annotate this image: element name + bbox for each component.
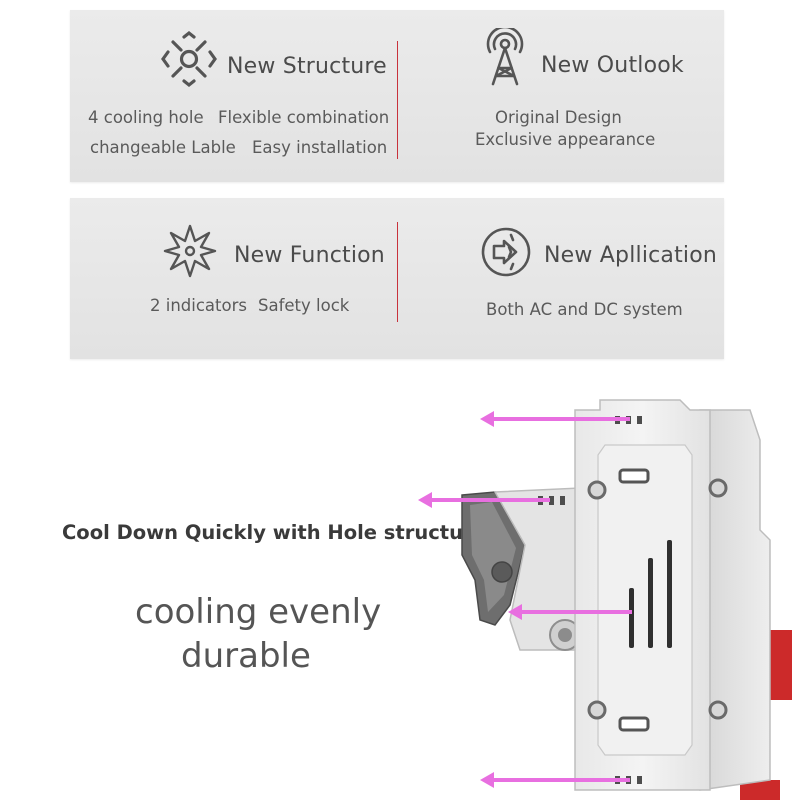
- fuse-holder-illustration: [418, 399, 792, 800]
- feature-panel-top: New Structure 4 cooling hole Flexible co…: [70, 10, 724, 182]
- caption-line-1: cooling evenly: [135, 592, 382, 632]
- fuse-handle-face: [470, 502, 516, 612]
- outlook-title: New Outlook: [541, 53, 684, 78]
- label-slot: [618, 468, 650, 484]
- structure-line-2b: Easy installation: [252, 138, 388, 157]
- application-title: New Apllication: [544, 243, 718, 268]
- compass-star-icon: [163, 224, 217, 278]
- structure-title: New Structure: [227, 54, 387, 79]
- function-line-1b: Safety lock: [258, 296, 350, 315]
- label-slot: [618, 716, 650, 732]
- structure-line-1b: Flexible combination: [218, 108, 390, 127]
- structure-line-2a: changeable Lable: [90, 138, 236, 157]
- cooling-vents-icon: [161, 30, 217, 88]
- panel-divider: [397, 222, 398, 322]
- application-line-1: Both AC and DC system: [486, 300, 683, 319]
- side-housing: [699, 409, 771, 791]
- panel-divider: [397, 41, 398, 159]
- screw-holes: [587, 478, 728, 720]
- cooling-heading: Cool Down Quickly with Hole structure: [62, 521, 486, 544]
- rail-clip: [770, 630, 792, 700]
- function-line-1a: 2 indicators: [150, 296, 247, 315]
- airflow-arrows: [418, 411, 632, 788]
- outlook-line-2: Exclusive appearance: [475, 130, 656, 149]
- radio-tower-icon: [486, 28, 524, 86]
- front-panel: [597, 444, 693, 756]
- caption-line-2: durable: [181, 636, 311, 676]
- handle-rivet: [491, 561, 513, 583]
- outlook-line-1: Original Design: [495, 108, 622, 127]
- function-title: New Function: [234, 243, 385, 268]
- cooling-slots: [629, 540, 672, 648]
- structure-line-1a: 4 cooling hole: [88, 108, 204, 127]
- feature-panel-bottom: New Function 2 indicators Safety lock Ne…: [70, 198, 724, 359]
- rail-clip: [740, 780, 780, 800]
- carrier-hole-inner: [558, 628, 572, 642]
- plug-circle-icon: [481, 227, 531, 277]
